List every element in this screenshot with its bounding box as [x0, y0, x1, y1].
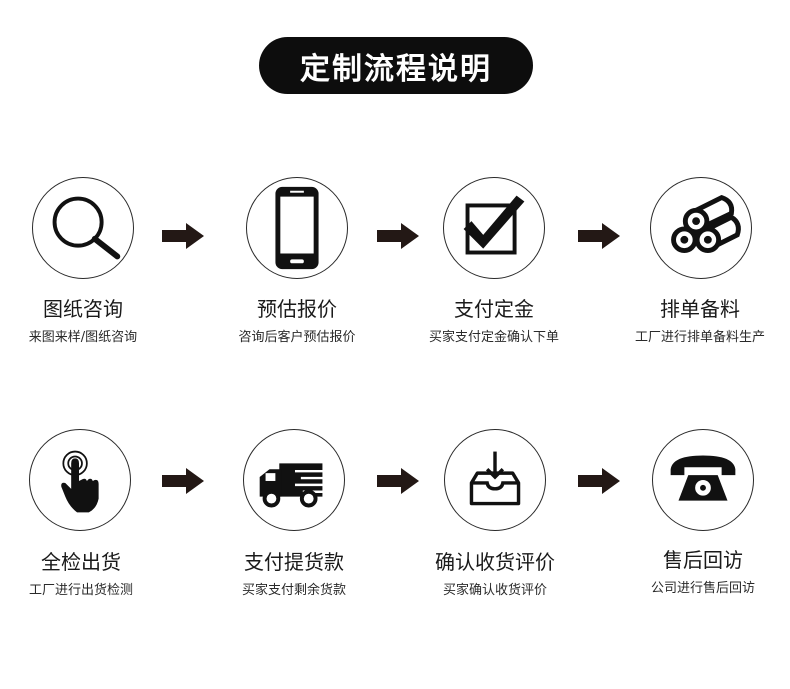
step-8-title: 售后回访: [663, 548, 743, 572]
page-title: 定制流程说明: [300, 51, 492, 87]
step-1-title: 图纸咨询: [43, 297, 123, 321]
arrow-right-icon: [578, 223, 620, 249]
step-3-circle: [443, 177, 545, 279]
step-2-title: 预估报价: [257, 297, 337, 321]
step-2-subtitle: 咨询后客户预估报价: [238, 330, 356, 345]
smartphone-icon: [275, 186, 319, 270]
step-6-subtitle: 买家支付剩余货款: [241, 583, 346, 598]
step-5-subtitle: 工厂进行出货检测: [28, 583, 133, 598]
step-2-circle: [246, 177, 348, 279]
step-8-subtitle: 公司进行售后回访: [650, 581, 755, 596]
step-4-subtitle: 工厂进行排单备料生产: [634, 330, 765, 345]
step-3-title: 支付定金: [454, 297, 534, 321]
step-6-circle: [243, 429, 345, 531]
page-title-banner: 定制流程说明: [259, 37, 533, 94]
step-1-circle: [32, 177, 134, 279]
delivery-truck-icon: [259, 463, 331, 508]
arrow-right-icon: [162, 223, 204, 249]
material-rolls-icon: [671, 194, 741, 253]
step-7-title: 确认收货评价: [435, 550, 555, 574]
step-5-circle: [29, 429, 131, 531]
finger-touch-icon: [61, 450, 99, 513]
arrow-right-icon: [578, 468, 620, 494]
step-5-title: 全检出货: [41, 550, 121, 574]
telephone-icon: [670, 455, 736, 501]
step-7-circle: [444, 429, 546, 531]
arrow-right-icon: [377, 468, 419, 494]
inbox-download-icon: [469, 451, 521, 506]
step-8-circle: [652, 429, 754, 531]
step-4-title: 排单备料: [660, 297, 740, 321]
checkbox-icon: [463, 195, 525, 255]
arrow-right-icon: [162, 468, 204, 494]
step-3-subtitle: 买家支付定金确认下单: [428, 330, 559, 345]
step-6-title: 支付提货款: [244, 550, 344, 574]
step-4-circle: [650, 177, 752, 279]
magnifier-icon: [52, 196, 121, 260]
step-7-subtitle: 买家确认收货评价: [442, 583, 547, 598]
arrow-right-icon: [377, 223, 419, 249]
step-1-subtitle: 来图来样/图纸咨询: [28, 330, 138, 345]
